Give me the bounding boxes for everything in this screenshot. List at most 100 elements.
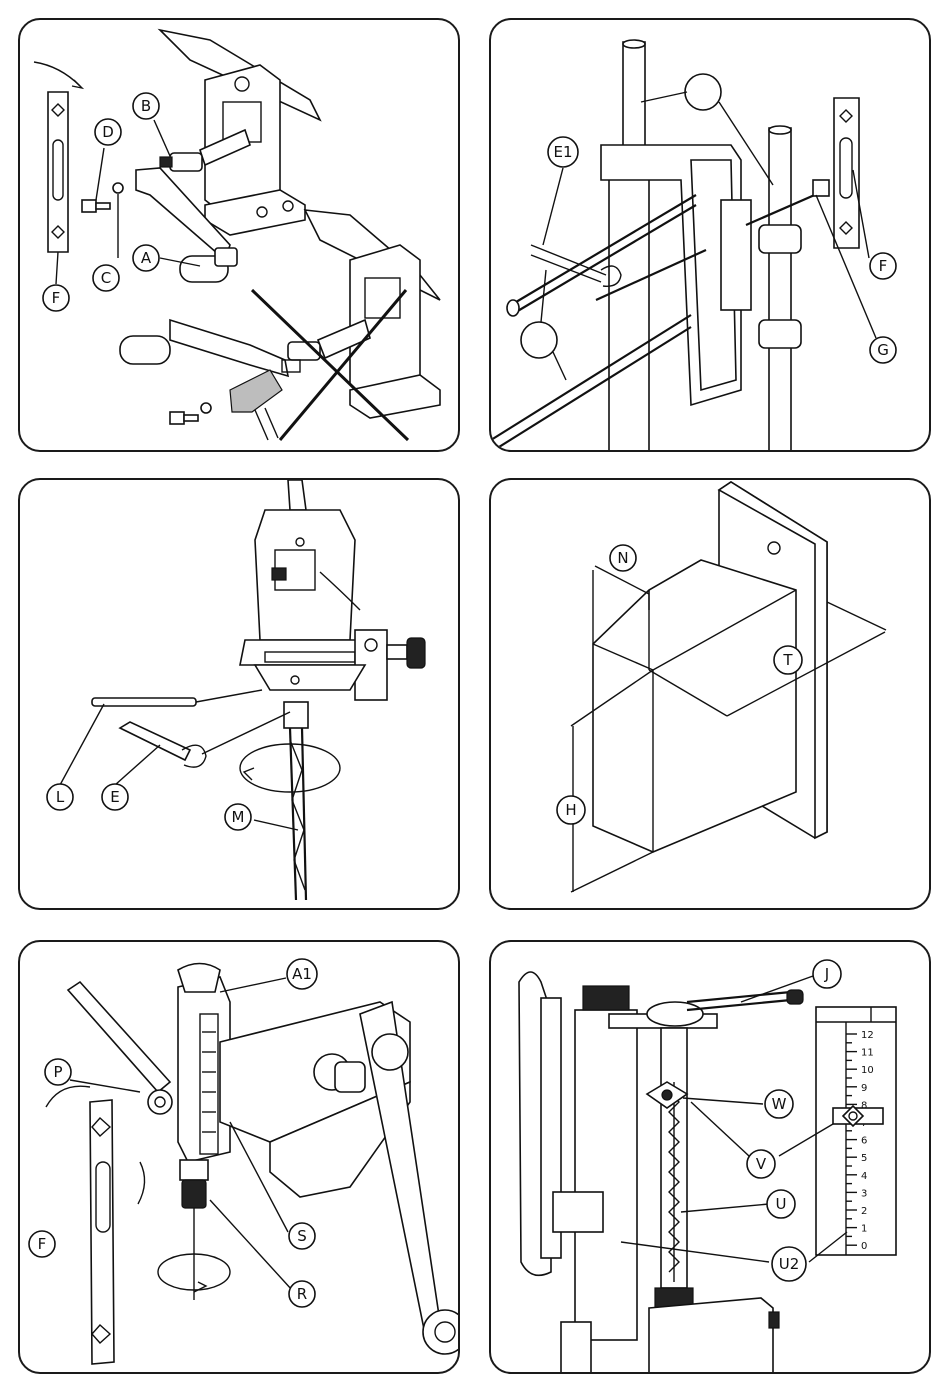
svg-text:F: F — [38, 1235, 47, 1253]
svg-text:U: U — [776, 1195, 787, 1213]
scale-tick-label: 2 — [861, 1206, 867, 1217]
svg-text:E1: E1 — [553, 143, 572, 161]
mounting-plate-f — [48, 92, 68, 252]
panel-column-clamp: E1 F G — [489, 18, 931, 452]
panel-depth-scale: 1211109876543210 J W V U U2 — [489, 940, 931, 1374]
guide-bar-lower — [491, 315, 691, 440]
scale-tick-label: 6 — [861, 1136, 867, 1147]
chuck-housing — [255, 665, 365, 690]
label-f: F — [43, 285, 69, 311]
depth-scale-drawing: 1211109876543210 J W V U U2 — [491, 942, 931, 1374]
guide-bar-upper — [511, 195, 696, 305]
panel-drill-bit: L E M — [18, 478, 460, 910]
label-a: A — [133, 245, 159, 271]
scale-tick-label: 4 — [861, 1171, 867, 1182]
scale-tick-label: 10 — [861, 1065, 874, 1076]
spanner-e — [120, 722, 206, 767]
dimensions-drawing: N T H — [491, 480, 931, 910]
svg-text:P: P — [53, 1063, 62, 1081]
scale-tick-label: 1 — [861, 1224, 867, 1235]
scale-tick-label: 3 — [861, 1188, 867, 1199]
panel-dimensions: N T H — [489, 478, 931, 910]
rod-l — [92, 698, 196, 706]
svg-text:L: L — [56, 788, 65, 806]
svg-text:A: A — [141, 249, 152, 267]
drill-bit-drawing: L E M — [20, 480, 460, 910]
scale-tick-label: 5 — [861, 1153, 867, 1164]
svg-text:C: C — [101, 269, 111, 287]
svg-text:B: B — [141, 97, 151, 115]
label-u2: U2 — [772, 1247, 806, 1281]
label-f: F — [870, 253, 896, 279]
svg-text:A1: A1 — [292, 965, 312, 983]
hand-holding-spanner — [230, 370, 282, 440]
lever-mounting-drawing: B D A C F — [20, 20, 460, 452]
svg-text:U2: U2 — [779, 1255, 800, 1273]
chuck — [284, 702, 308, 728]
svg-text:J: J — [824, 965, 829, 983]
label-w: W — [765, 1090, 793, 1118]
label-c: C — [93, 265, 119, 291]
rack-adjustment-drawing: A1 P F S R — [20, 942, 460, 1374]
svg-text:D: D — [102, 123, 114, 141]
lever-j — [609, 990, 803, 1028]
label-v: V — [747, 1150, 775, 1178]
label-j: J — [813, 960, 841, 988]
mounting-plate-f — [90, 1100, 114, 1364]
label-g: G — [870, 337, 896, 363]
label-s: S — [289, 1223, 315, 1249]
label-d: D — [95, 119, 121, 145]
svg-text:W: W — [772, 1095, 787, 1113]
svg-text:G: G — [877, 341, 889, 359]
label-t: T — [774, 646, 802, 674]
indicator-circle-top — [685, 74, 721, 110]
label-h: H — [557, 796, 585, 824]
diagonal-arm — [68, 982, 170, 1092]
washer-c — [113, 183, 123, 193]
bracket — [553, 1192, 603, 1232]
label-b: B — [133, 93, 159, 119]
svg-text:N: N — [617, 549, 628, 567]
svg-text:T: T — [782, 651, 793, 669]
label-m: M — [225, 804, 251, 830]
pinion-housing — [180, 1160, 208, 1180]
indicator-circle-bottom — [521, 322, 557, 358]
drill-bit-m — [290, 728, 306, 900]
svg-text:E: E — [110, 788, 119, 806]
bolt-d — [82, 200, 110, 212]
label-e: E — [102, 784, 128, 810]
rotation-arrow — [46, 1086, 90, 1107]
label-u: U — [767, 1190, 795, 1218]
scale-tick-label: 12 — [861, 1030, 874, 1041]
lever-lower — [120, 320, 300, 376]
label-f: F — [29, 1231, 55, 1257]
rotation-arrow — [34, 62, 80, 86]
depth-scale: 1211109876543210 — [816, 1007, 896, 1255]
svg-text:R: R — [297, 1285, 307, 1303]
svg-text:S: S — [297, 1227, 307, 1245]
svg-text:F: F — [52, 289, 61, 307]
label-r: R — [289, 1281, 315, 1307]
label-e1: E1 — [548, 137, 578, 167]
label-l: L — [47, 784, 73, 810]
knob-r — [182, 1180, 206, 1208]
bolt-lower — [170, 412, 184, 424]
svg-text:M: M — [232, 808, 245, 826]
scale-tick-label: 11 — [861, 1048, 874, 1059]
label-a1: A1 — [287, 959, 317, 989]
label-p: P — [45, 1059, 71, 1085]
mounting-plate-f — [834, 98, 859, 248]
knob-p — [148, 1090, 172, 1114]
machine-block-lower — [288, 210, 440, 418]
svg-text:H: H — [565, 801, 576, 819]
svg-text:F: F — [879, 257, 888, 275]
column-right — [759, 126, 801, 452]
panel-lever-mounting: B D A C F — [18, 18, 460, 452]
svg-text:V: V — [756, 1155, 767, 1173]
main-column — [561, 986, 637, 1374]
scale-tick-label: 9 — [861, 1083, 867, 1094]
column-clamp-drawing: E1 F G — [491, 20, 931, 452]
scale-tick-label: 0 — [861, 1241, 867, 1252]
label-n: N — [610, 545, 636, 571]
panel-rack-adjustment: A1 P F S R — [18, 940, 460, 1374]
